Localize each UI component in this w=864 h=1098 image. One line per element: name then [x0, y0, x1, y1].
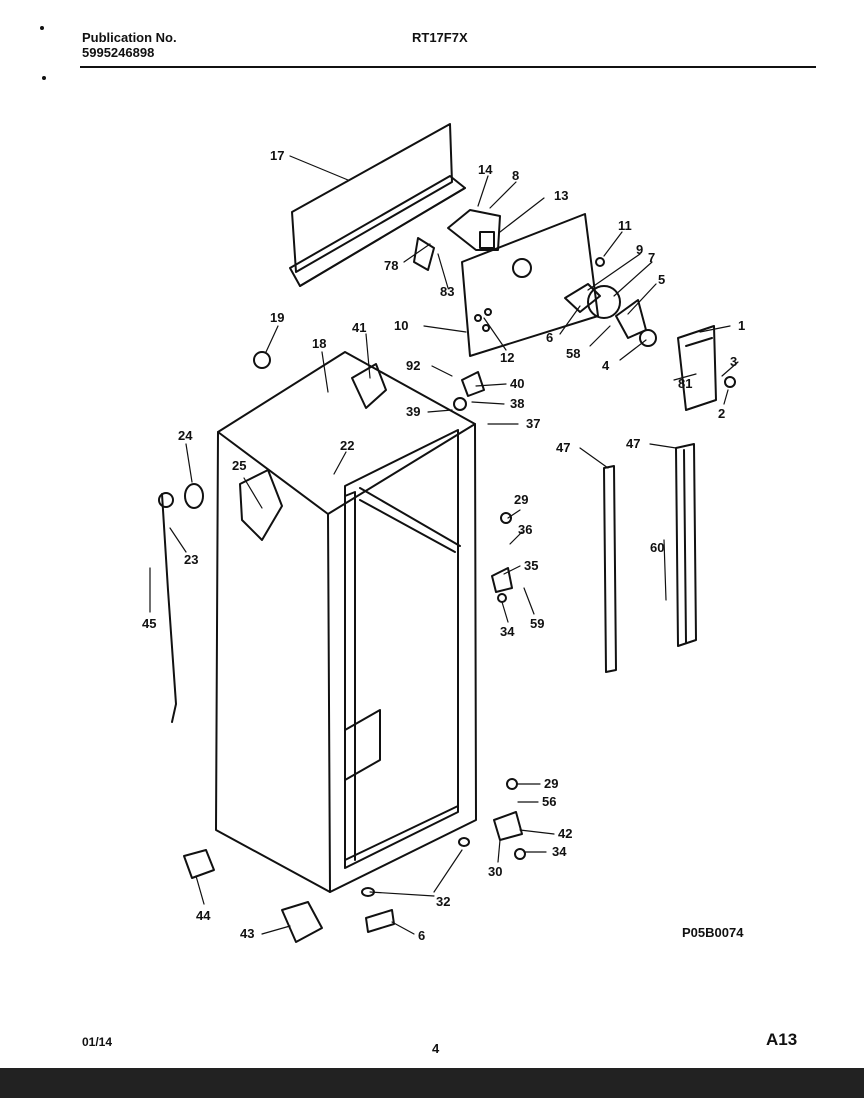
callout-4: 4: [602, 358, 610, 373]
callout-34: 34: [500, 624, 515, 639]
callout-2: 2: [718, 406, 725, 421]
callout-19: 19: [270, 310, 284, 325]
callout-81: 81: [678, 376, 692, 391]
callout-29: 29: [514, 492, 528, 507]
callout-25: 25: [232, 458, 246, 473]
callout-59: 59: [530, 616, 544, 631]
callout-5: 5: [658, 272, 665, 287]
callout-35: 35: [524, 558, 538, 573]
callout-60: 60: [650, 540, 664, 555]
callout-36: 36: [518, 522, 532, 537]
model-number: RT17F7X: [412, 30, 468, 45]
callout-42: 42: [558, 826, 572, 841]
header-rule: [80, 66, 816, 68]
callout-39: 39: [406, 404, 420, 419]
callout-43: 43: [240, 926, 254, 941]
callout-3: 3: [730, 354, 737, 369]
callout-8: 8: [512, 168, 519, 183]
callout-41: 41: [352, 320, 366, 335]
callout-1: 1: [738, 318, 745, 333]
callout-40: 40: [510, 376, 524, 391]
diagram-code: P05B0074: [682, 925, 744, 940]
publication-label: Publication No.: [82, 30, 177, 45]
callout-34: 34: [552, 844, 567, 859]
callout-78: 78: [384, 258, 398, 273]
callout-32: 32: [436, 894, 450, 909]
callout-45: 45: [142, 616, 156, 631]
callout-12: 12: [500, 350, 514, 365]
callout-44: 44: [196, 908, 211, 923]
refrigerator-cabinet: [215, 351, 477, 893]
callout-30: 30: [488, 864, 502, 879]
base-parts: [183, 837, 470, 943]
callout-92: 92: [406, 358, 420, 373]
hinge-parts: [453, 371, 526, 860]
callout-9: 9: [636, 242, 643, 257]
door-gasket-strips: [603, 443, 697, 673]
page-section: A13: [766, 1030, 798, 1049]
callout-23: 23: [184, 552, 198, 567]
leader-lines: [149, 155, 739, 935]
light-housing: [677, 325, 736, 411]
callout-47: 47: [626, 436, 640, 451]
scan-bottom-edge: [0, 1068, 864, 1098]
callout-6: 6: [546, 330, 553, 345]
callout-18: 18: [312, 336, 326, 351]
callout-14: 14: [478, 162, 493, 177]
scan-mark: [40, 26, 44, 30]
callout-29: 29: [544, 776, 558, 791]
top-cover-panel: [289, 123, 466, 287]
control-panel: [461, 213, 605, 357]
callout-6: 6: [418, 928, 425, 943]
callout-7: 7: [648, 250, 655, 265]
callout-83: 83: [440, 284, 454, 299]
publication-number: 5995246898: [82, 45, 155, 60]
drain-tube: [158, 351, 271, 723]
callout-10: 10: [394, 318, 408, 333]
callout-56: 56: [542, 794, 556, 809]
callout-17: 17: [270, 148, 284, 163]
scan-mark: [42, 76, 46, 80]
callout-22: 22: [340, 438, 354, 453]
callout-13: 13: [554, 188, 568, 203]
callout-37: 37: [526, 416, 540, 431]
callout-58: 58: [566, 346, 580, 361]
page-number: 4: [432, 1041, 440, 1056]
callout-11: 11: [618, 218, 632, 233]
callout-47: 47: [556, 440, 570, 455]
date-code: 01/14: [82, 1035, 113, 1049]
thermostat-parts: [413, 209, 657, 347]
callout-24: 24: [178, 428, 193, 443]
callout-38: 38: [510, 396, 524, 411]
